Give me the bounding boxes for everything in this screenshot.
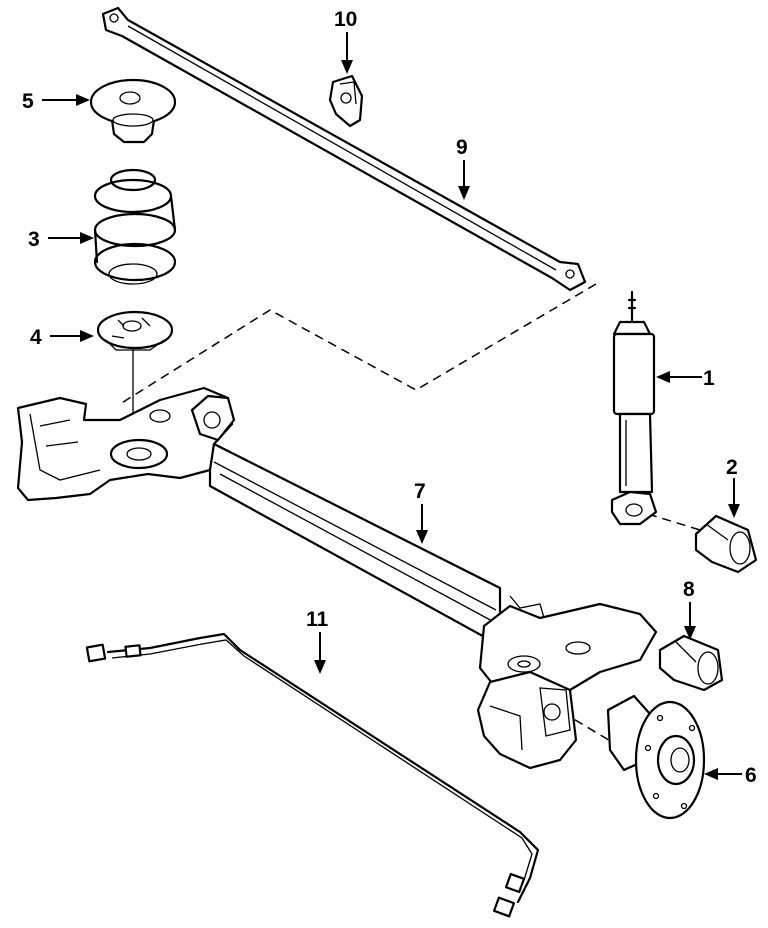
dashed-line-hub (561, 711, 613, 743)
callout-arrow-1 (656, 371, 702, 383)
callout-label-6: 6 (745, 764, 757, 787)
callout-label-3: 3 (28, 228, 40, 251)
callout-label-9: 9 (456, 136, 468, 159)
stabilizer-bar[interactable] (101, 6, 587, 292)
axle-bushing[interactable] (658, 634, 724, 692)
stabilizer-bushing[interactable] (328, 74, 364, 128)
callout-label-5: 5 (22, 90, 34, 113)
spring-upper-seat[interactable] (89, 78, 177, 144)
callout-label-1: 1 (703, 367, 715, 390)
abs-sensor-cable[interactable] (85, 632, 540, 918)
callout-arrow-6 (704, 768, 742, 780)
callout-arrow-8 (684, 602, 696, 640)
callout-label-8: 8 (683, 578, 695, 601)
callout-arrow-10 (341, 32, 353, 74)
callout-label-4: 4 (30, 326, 42, 349)
spring-lower-seat[interactable] (96, 310, 174, 351)
callout-arrow-2 (728, 478, 740, 518)
shock-bushing[interactable] (694, 514, 758, 574)
callout-label-7: 7 (414, 480, 426, 503)
dashed-line-bushing (647, 513, 701, 531)
shock-absorber[interactable] (610, 290, 658, 526)
callout-arrow-5 (42, 94, 90, 106)
callout-label-10: 10 (334, 8, 357, 31)
callout-arrow-9 (458, 160, 470, 200)
coil-spring[interactable] (93, 168, 177, 285)
callout-label-2: 2 (726, 456, 738, 479)
callout-arrow-7 (416, 504, 428, 544)
dashed-line-bar-to-axle (119, 283, 597, 405)
callout-label-11: 11 (306, 608, 329, 631)
hub-bearing[interactable] (606, 694, 706, 820)
callout-arrow-4 (50, 330, 94, 342)
callout-arrow-3 (48, 232, 94, 244)
callout-arrow-11 (314, 632, 326, 674)
rear-axle-beam[interactable] (16, 386, 658, 770)
